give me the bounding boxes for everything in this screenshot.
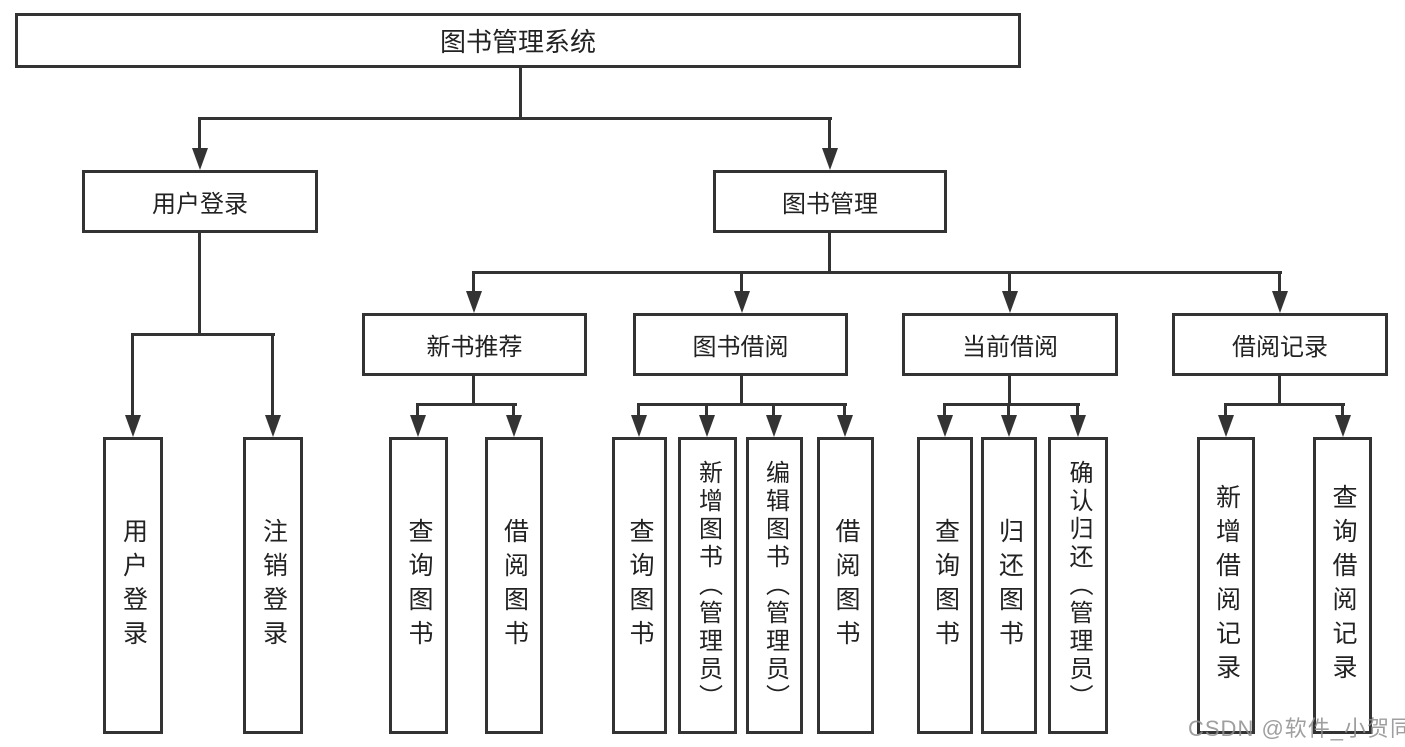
- node-book-borrowing-label: 图书借阅: [692, 334, 789, 361]
- leaf-user-login: 用户登录: [103, 437, 163, 734]
- node-new-book-recommend-label: 新书推荐: [426, 334, 523, 361]
- leaf-query-borrow-record-label: 查询借阅记录: [1329, 483, 1357, 688]
- connector-line: [416, 403, 517, 406]
- node-book-borrowing: 图书借阅: [633, 313, 848, 376]
- connector-arrow: [265, 415, 281, 437]
- connector-line: [1278, 271, 1281, 293]
- connector-line: [740, 271, 743, 293]
- connector-arrow: [766, 415, 782, 437]
- connector-line: [740, 374, 743, 406]
- connector-line: [1224, 403, 1227, 416]
- connector-arrow: [1070, 415, 1086, 437]
- connector-arrow: [125, 415, 141, 437]
- leaf-add-borrow-record: 新增借阅记录: [1197, 437, 1255, 734]
- connector-line: [1278, 374, 1281, 406]
- connector-line: [1008, 374, 1011, 406]
- node-borrowing-records: 借阅记录: [1172, 313, 1388, 376]
- leaf-add-book-admin: 新增图书（管理员）: [678, 437, 737, 734]
- connector-arrow: [192, 148, 208, 170]
- leaf-query-books-borrowing: 查询图书: [612, 437, 667, 734]
- connector-line: [843, 403, 846, 416]
- connector-line: [1341, 403, 1344, 416]
- watermark: CSDN @软件_小贺同学: [1188, 716, 1405, 741]
- node-book-management-label: 图书管理: [782, 191, 878, 218]
- leaf-query-books-recommend: 查询图书: [389, 437, 448, 734]
- connector-line: [512, 403, 515, 416]
- connector-arrow: [410, 415, 426, 437]
- connector-line: [1076, 403, 1079, 416]
- leaf-query-books-recommend-label: 查询图书: [405, 517, 433, 654]
- connector-line: [828, 117, 831, 151]
- connector-line: [198, 117, 832, 120]
- leaf-logout: 注销登录: [243, 437, 303, 734]
- connector-line: [637, 403, 847, 406]
- connector-line: [705, 403, 708, 416]
- leaf-confirm-return-admin: 确认归还（管理员）: [1048, 437, 1108, 734]
- connector-arrow: [734, 291, 750, 313]
- connector-arrow: [1218, 415, 1234, 437]
- connector-line: [198, 117, 201, 151]
- leaf-borrow-books-recommend: 借阅图书: [485, 437, 543, 734]
- connector-line: [772, 403, 775, 416]
- leaf-add-borrow-record-label: 新增借阅记录: [1212, 483, 1241, 688]
- connector-line: [472, 374, 475, 406]
- leaf-edit-book-admin-label: 编辑图书（管理员）: [761, 459, 789, 712]
- leaf-query-books-current: 查询图书: [917, 437, 973, 734]
- connector-line: [1224, 403, 1345, 406]
- connector-line: [828, 231, 831, 274]
- connector-line: [943, 403, 946, 416]
- node-book-management: 图书管理: [713, 170, 947, 233]
- connector-arrow: [631, 415, 647, 437]
- connector-arrow: [1001, 415, 1017, 437]
- connector-arrow: [837, 415, 853, 437]
- node-current-borrowing-label: 当前借阅: [962, 334, 1058, 361]
- leaf-query-borrow-record: 查询借阅记录: [1313, 437, 1372, 734]
- connector-line: [131, 333, 134, 416]
- connector-arrow: [822, 148, 838, 170]
- leaf-query-books-borrowing-label: 查询图书: [626, 517, 654, 654]
- connector-arrow: [506, 415, 522, 437]
- node-borrowing-records-label: 借阅记录: [1232, 334, 1328, 361]
- connector-line: [1007, 403, 1010, 416]
- connector-line: [637, 403, 640, 416]
- leaf-logout-label: 注销登录: [259, 517, 288, 654]
- connector-line: [1008, 271, 1011, 293]
- connector-line: [416, 403, 419, 416]
- node-user-login-label: 用户登录: [152, 191, 248, 218]
- node-current-borrowing: 当前借阅: [902, 313, 1118, 376]
- connector-arrow: [699, 415, 715, 437]
- connector-line: [131, 333, 275, 336]
- leaf-query-books-current-label: 查询图书: [931, 517, 960, 654]
- connector-line: [943, 403, 1080, 406]
- leaf-confirm-return-admin-label: 确认归还（管理员）: [1065, 459, 1092, 712]
- node-user-login: 用户登录: [82, 170, 318, 233]
- node-new-book-recommend: 新书推荐: [362, 313, 587, 376]
- connector-line: [198, 231, 201, 335]
- leaf-edit-book-admin: 编辑图书（管理员）: [746, 437, 803, 734]
- node-library-system-label: 图书管理系统: [439, 27, 596, 57]
- leaf-return-book: 归还图书: [981, 437, 1037, 734]
- leaf-add-book-admin-label: 新增图书（管理员）: [694, 459, 722, 712]
- leaf-user-login-label: 用户登录: [119, 517, 148, 654]
- connector-line: [519, 67, 522, 119]
- connector-arrow: [466, 291, 482, 313]
- leaf-borrow-books-borrowing: 借阅图书: [817, 437, 874, 734]
- connector-line: [271, 333, 274, 416]
- leaf-borrow-books-borrowing-label: 借阅图书: [832, 517, 860, 654]
- connector-line: [472, 271, 475, 293]
- leaf-return-book-label: 归还图书: [995, 517, 1024, 654]
- connector-arrow: [937, 415, 953, 437]
- connector-arrow: [1335, 415, 1351, 437]
- connector-arrow: [1002, 291, 1018, 313]
- connector-line: [472, 271, 1282, 274]
- leaf-borrow-books-recommend-label: 借阅图书: [500, 517, 529, 654]
- connector-arrow: [1272, 291, 1288, 313]
- node-library-system: 图书管理系统: [15, 13, 1021, 68]
